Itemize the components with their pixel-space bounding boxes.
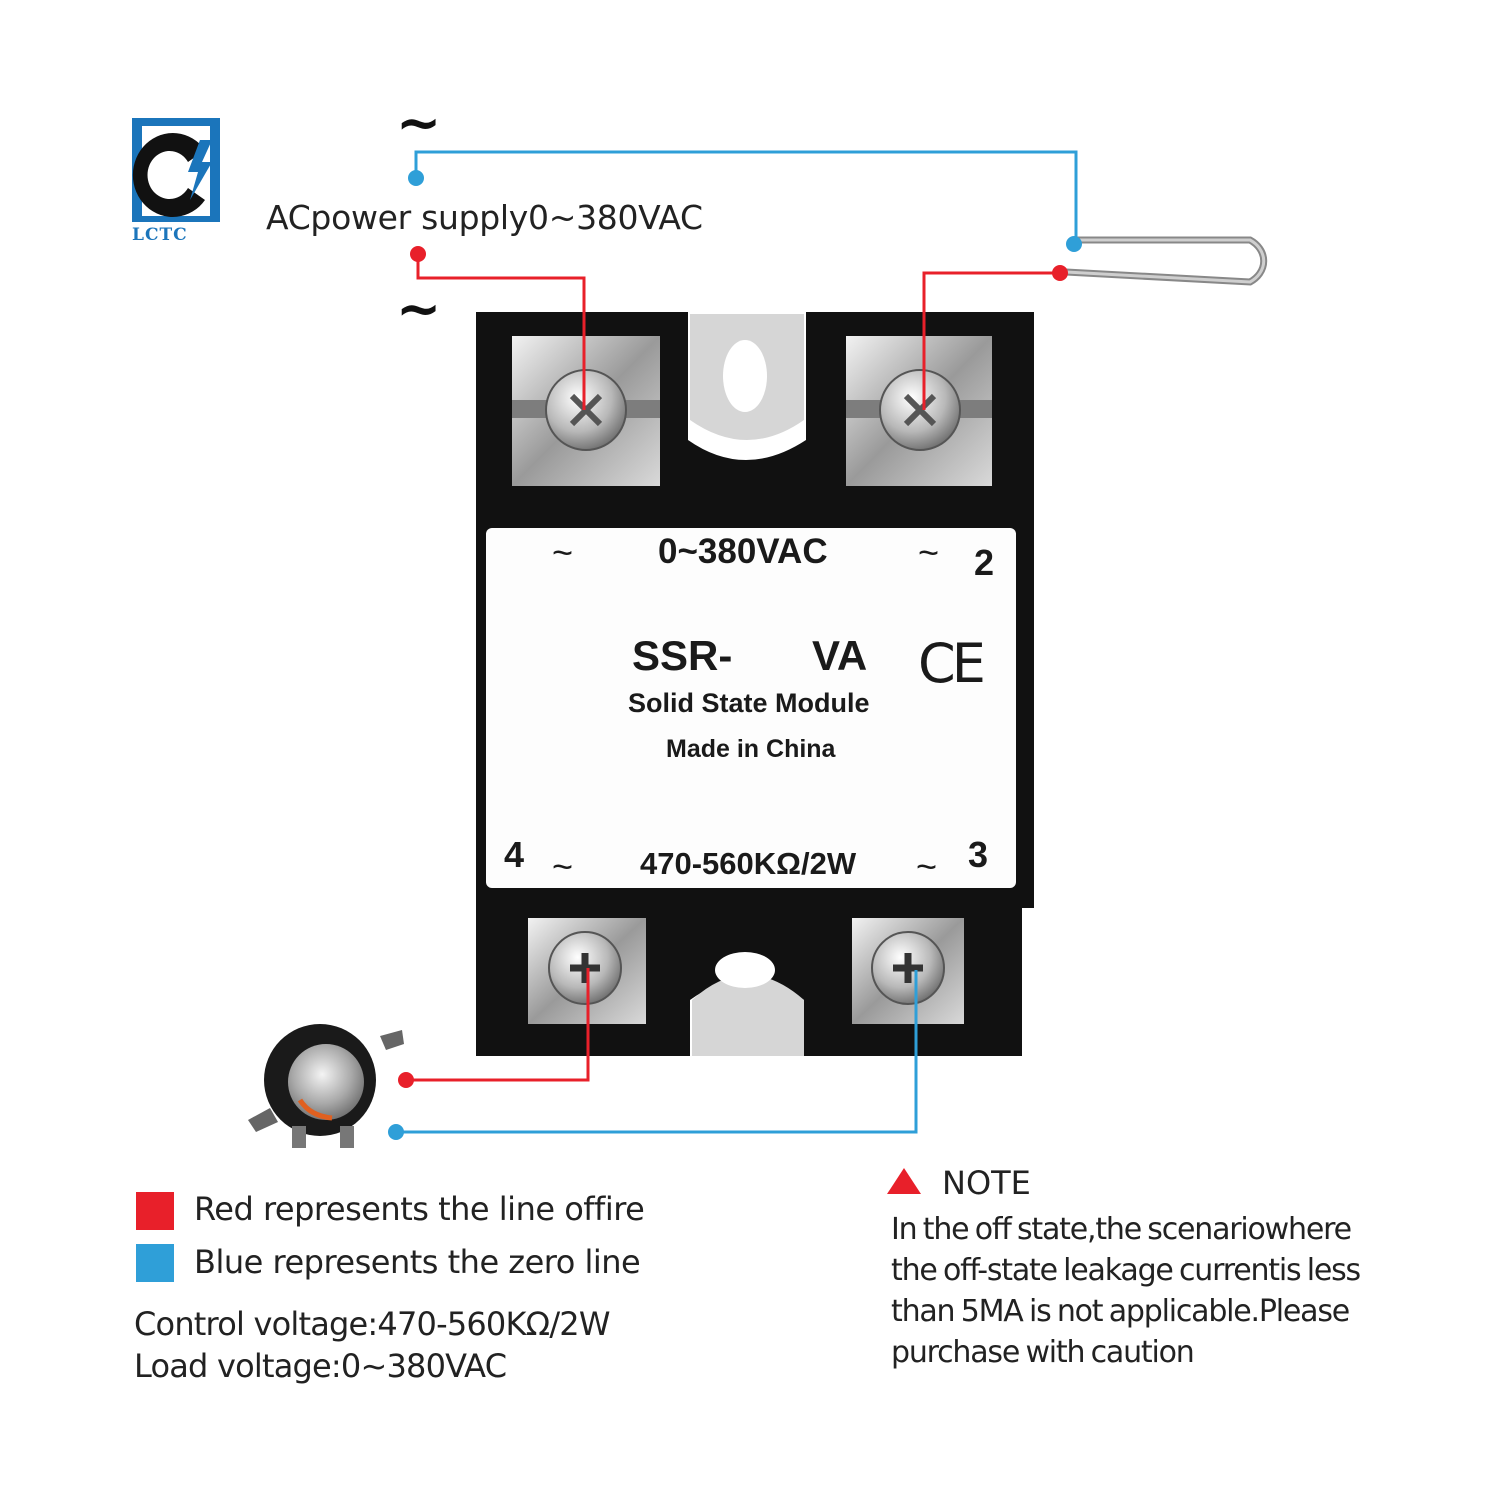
ce-mark: CE <box>918 632 986 695</box>
terminal-2 <box>846 336 992 486</box>
module-label-plate: ~ 0~380VAC ~ 2 SSR- VA CE Solid State Mo… <box>486 528 1016 888</box>
supply-tilde-bottom: ~ <box>396 277 442 340</box>
legend-red-swatch <box>136 1192 174 1230</box>
live-wires <box>406 254 1060 1082</box>
resistor-label: 470-560KΩ/2W <box>640 846 857 881</box>
control-voltage-spec: Control voltage:470-560KΩ/2W <box>134 1305 611 1343</box>
warning-icon <box>887 1168 921 1194</box>
supply-tilde-top: ~ <box>396 91 442 154</box>
note-body: In the off state,the scenariowhere the o… <box>891 1212 1361 1370</box>
plate-tilde-top-right: ~ <box>918 532 940 573</box>
potentiometer <box>248 1024 404 1148</box>
terminal-1 <box>512 336 660 486</box>
note-title: NOTE <box>942 1164 1031 1202</box>
module-origin: Made in China <box>666 735 836 763</box>
legend-red-text: Red represents the line offire <box>194 1190 645 1228</box>
neutral-wires <box>396 150 1078 1134</box>
legend-blue-text: Blue represents the zero line <box>194 1243 641 1281</box>
terminal-label-3: 3 <box>968 834 989 875</box>
model-prefix: SSR- <box>632 632 733 679</box>
lctc-logo <box>132 118 220 222</box>
voltage-label: 0~380VAC <box>658 532 828 571</box>
plate-tilde-bottom-left: ~ <box>552 846 574 887</box>
legend-blue-swatch <box>136 1244 174 1282</box>
supply-label: ACpower supply0~380VAC <box>266 198 703 237</box>
wire-junctions <box>388 170 1082 1140</box>
plate-tilde-bottom-right: ~ <box>916 846 938 887</box>
terminal-label-2: 2 <box>974 542 995 583</box>
load-voltage-spec: Load voltage:0~380VAC <box>134 1347 507 1385</box>
module-description: Solid State Module <box>628 688 870 718</box>
plate-tilde-top-left: ~ <box>552 532 574 573</box>
heating-element <box>1065 236 1268 286</box>
terminal-3 <box>852 918 964 1024</box>
terminal-label-4: 4 <box>504 834 525 875</box>
model-suffix: VA <box>812 632 868 679</box>
logo-text: LCTC <box>132 225 188 245</box>
